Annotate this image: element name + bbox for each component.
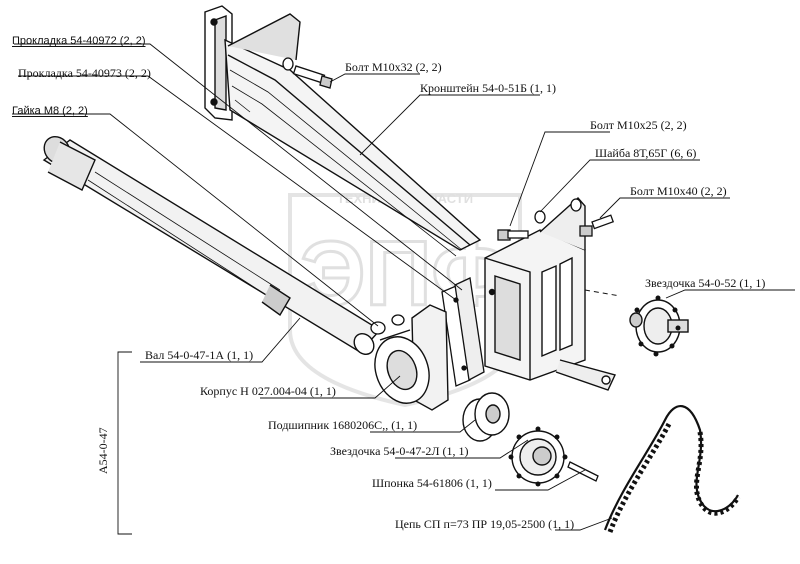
housing-part (374, 304, 449, 411)
gaskets (441, 277, 485, 387)
label-bolt-m10x25: Болт М10х25 (2, 2) (590, 118, 687, 132)
label-chain: Цепь СП п=73 ПР 19,05-2500 (1, 1) (395, 517, 575, 531)
label-key: Шпонка 54-61806 (1, 1) (372, 476, 492, 490)
bolt-m10x32-part (282, 57, 333, 89)
bearing-part (462, 392, 510, 442)
label-bolt-m10x32: Болт М10х32 (2, 2) (345, 60, 442, 74)
label-bearing: Подшипник 1680206С,, (1, 1) (268, 418, 418, 432)
wall-mount-plate (204, 5, 233, 121)
sprocket-52-part (584, 289, 689, 357)
bracket-arm (224, 13, 482, 257)
label-bolt-m10x40: Болт М10х40 (2, 2) (630, 184, 727, 198)
label-shaft: Вал 54-0-47-1А (1, 1) (145, 348, 254, 362)
label-gasket-54-40973: Прокладка 54-40973 (2, 2) (18, 66, 151, 80)
label-sprocket-47-2l: Звездочка 54-0-47-2Л (1, 1) (330, 444, 469, 458)
leader-lines (12, 43, 795, 535)
label-gasket-54-40972: Прокладка 54-40972 (2, 2) (12, 35, 146, 47)
label-washer: Шайба 8Т,65Г (6, 6) (595, 146, 697, 160)
label-sprocket-52: Звездочка 54-0-52 (1, 1) (645, 276, 766, 290)
bolts-side (497, 198, 615, 241)
nut-m8-part (370, 314, 405, 335)
label-bracket: Кронштейн 54-0-51Б (1, 1) (420, 81, 556, 95)
sprocket-47-2l-part (508, 426, 568, 487)
chain-part (603, 404, 741, 533)
label-housing: Корпус Н 027.004-04 (1, 1) (200, 384, 336, 398)
assembly-code: А54-0-47 (96, 427, 110, 474)
label-nut-m8: Гайка М8 (2, 2) (12, 105, 88, 117)
